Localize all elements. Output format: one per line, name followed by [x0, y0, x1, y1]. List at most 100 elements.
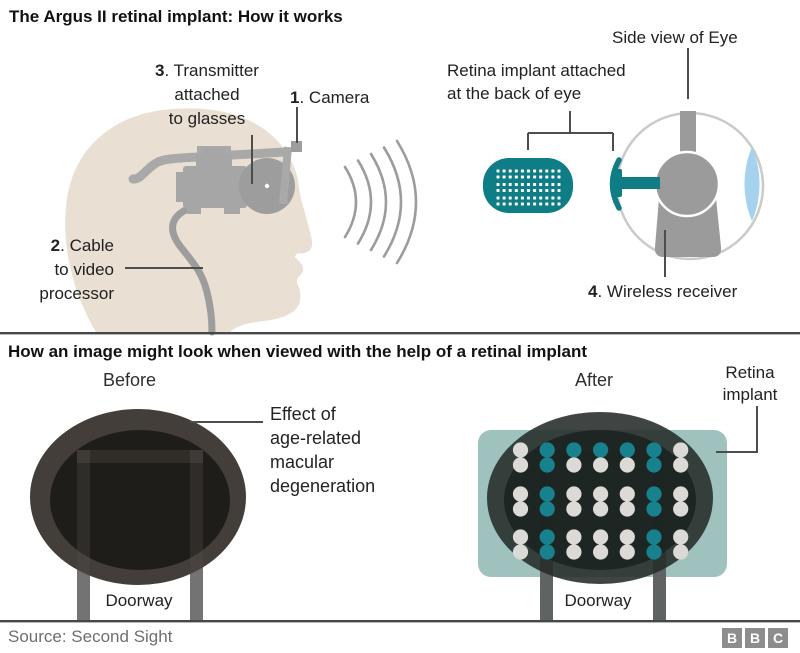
pill-electrode [539, 202, 543, 206]
pill-electrode [527, 169, 530, 173]
label-implant-attached-line1: Retina implant attached [447, 61, 626, 80]
electrode-dot [619, 544, 635, 560]
pill-electrode [502, 183, 506, 186]
electrode-dot [566, 529, 582, 545]
pill-electrode [545, 183, 549, 186]
pill-electrode [527, 183, 530, 186]
pill-electrode [557, 189, 561, 192]
pill-electrode [508, 183, 512, 186]
pill-electrode [539, 175, 543, 179]
electrode-dot [512, 501, 529, 517]
label-implant-attached-line2: at the back of eye [447, 84, 582, 103]
label-receiver-text: . Wireless receiver [597, 282, 738, 301]
pill-electrode [527, 189, 530, 192]
pill-electrode [502, 196, 506, 200]
pill-electrode [539, 189, 543, 192]
pill-electrode [533, 183, 537, 186]
footer-rule [0, 620, 800, 623]
bbc-logo-block-2: B [745, 628, 765, 648]
electrode-dot [512, 457, 529, 473]
electrode-dot [566, 457, 582, 473]
electrode-dot [593, 501, 609, 517]
electrode-dot [512, 442, 529, 458]
label-transmitter-number: 3 [155, 61, 165, 80]
electrode-dot [539, 486, 555, 502]
electrode-dot [673, 501, 689, 517]
label-retina-implant-line1: Retina [725, 363, 775, 382]
retina-implant-arc [609, 157, 622, 211]
electrode-dot [619, 486, 635, 502]
pill-electrode [508, 196, 512, 200]
pill-electrode [496, 175, 500, 179]
pill-electrode [527, 175, 530, 179]
pointer-lines-left [125, 107, 298, 269]
electrode-dot [512, 486, 529, 502]
pill-electrode [502, 175, 506, 179]
pill-electrode [520, 169, 524, 173]
electrode-dot [512, 544, 529, 560]
pill-electrode [557, 202, 561, 206]
pill-electrode [496, 183, 500, 186]
section-heading: How an image might look when viewed with… [8, 342, 588, 361]
pill-electrode [514, 202, 518, 206]
pill-electrode [557, 175, 561, 179]
optic-stalk [680, 111, 696, 157]
pill-electrode [508, 175, 512, 179]
label-camera-text: . Camera [299, 88, 370, 107]
label-receiver: 4. Wireless receiver [588, 280, 737, 304]
pill-electrode [533, 169, 537, 173]
pill-electrode [520, 175, 524, 179]
label-retina-implant-line2: implant [722, 385, 778, 404]
label-transmitter-line1: . Transmitter [164, 61, 259, 80]
bbc-logo-block-1: B [722, 628, 742, 648]
pill-electrode [508, 202, 512, 206]
electrode-dot [673, 529, 689, 545]
label-cable: 2. Cable to video processor [18, 234, 114, 306]
electrode-dot [566, 544, 582, 560]
electrode-dot [566, 442, 582, 458]
electrode-dot [646, 486, 662, 502]
electrode-dot [566, 501, 582, 517]
transmitter-disc-center [264, 183, 270, 189]
pill-electrode [533, 175, 537, 179]
label-cable-line2: to video [54, 260, 114, 279]
pill-electrode [545, 175, 549, 179]
label-receiver-number: 4 [588, 282, 598, 301]
electrode-dot [673, 544, 689, 560]
label-transmitter-line3: to glasses [168, 109, 246, 128]
pill-electrode [520, 202, 524, 206]
pill-electrode [527, 196, 530, 200]
electrode-dot [566, 486, 582, 502]
electrode-dot [539, 529, 555, 545]
pill-electrode [496, 189, 500, 192]
label-side-view: Side view of Eye [612, 28, 738, 47]
electrode-dot-grid [512, 442, 689, 560]
pill-electrode [508, 169, 512, 173]
annotation-amd-line2: age-related [270, 428, 362, 448]
pill-electrode [551, 189, 555, 192]
label-transmitter: 3. Transmitter attached to glasses [140, 59, 274, 131]
electrode-dot [673, 442, 689, 458]
pill-electrode [557, 196, 561, 200]
label-cable-line3: processor [39, 284, 114, 303]
electrode-dot [539, 501, 555, 517]
pill-electrode [514, 196, 518, 200]
label-retina-implant: Retina implant [708, 362, 792, 406]
eye-lens [744, 147, 760, 221]
pill-electrode [514, 175, 518, 179]
electrode-dot [539, 544, 555, 560]
implant-tack-bar [620, 177, 660, 189]
electrode-dot [619, 529, 635, 545]
pill-electrode [551, 196, 555, 200]
electrode-dot [646, 442, 662, 458]
wireless-receiver-coil [653, 150, 721, 218]
pill-electrode [527, 202, 530, 206]
implant-tack-cap [615, 169, 622, 197]
electrode-dot [619, 501, 635, 517]
pill-electrode [551, 175, 555, 179]
pill-electrode [551, 169, 555, 173]
wireless-waves-icon [343, 139, 418, 265]
annotation-amd: Effect of age-related macular degenerati… [270, 402, 375, 498]
electrode-dot [593, 457, 609, 473]
